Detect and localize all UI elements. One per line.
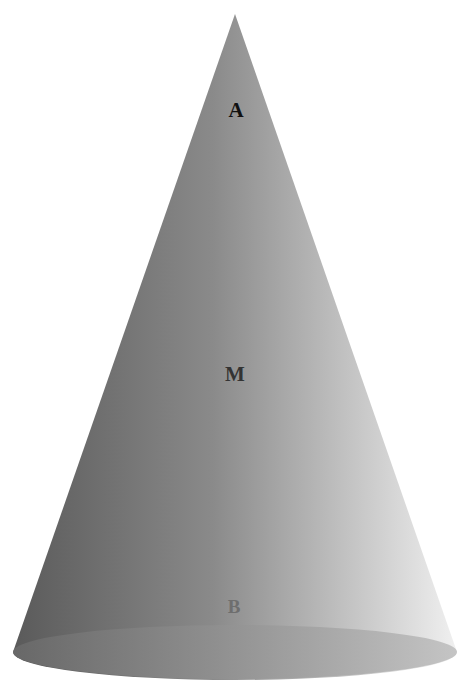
point-label: M <box>225 362 245 387</box>
cone-base <box>13 625 457 679</box>
point-label: B <box>228 596 241 618</box>
cone-surface <box>13 14 457 680</box>
point-label: A <box>228 98 243 123</box>
